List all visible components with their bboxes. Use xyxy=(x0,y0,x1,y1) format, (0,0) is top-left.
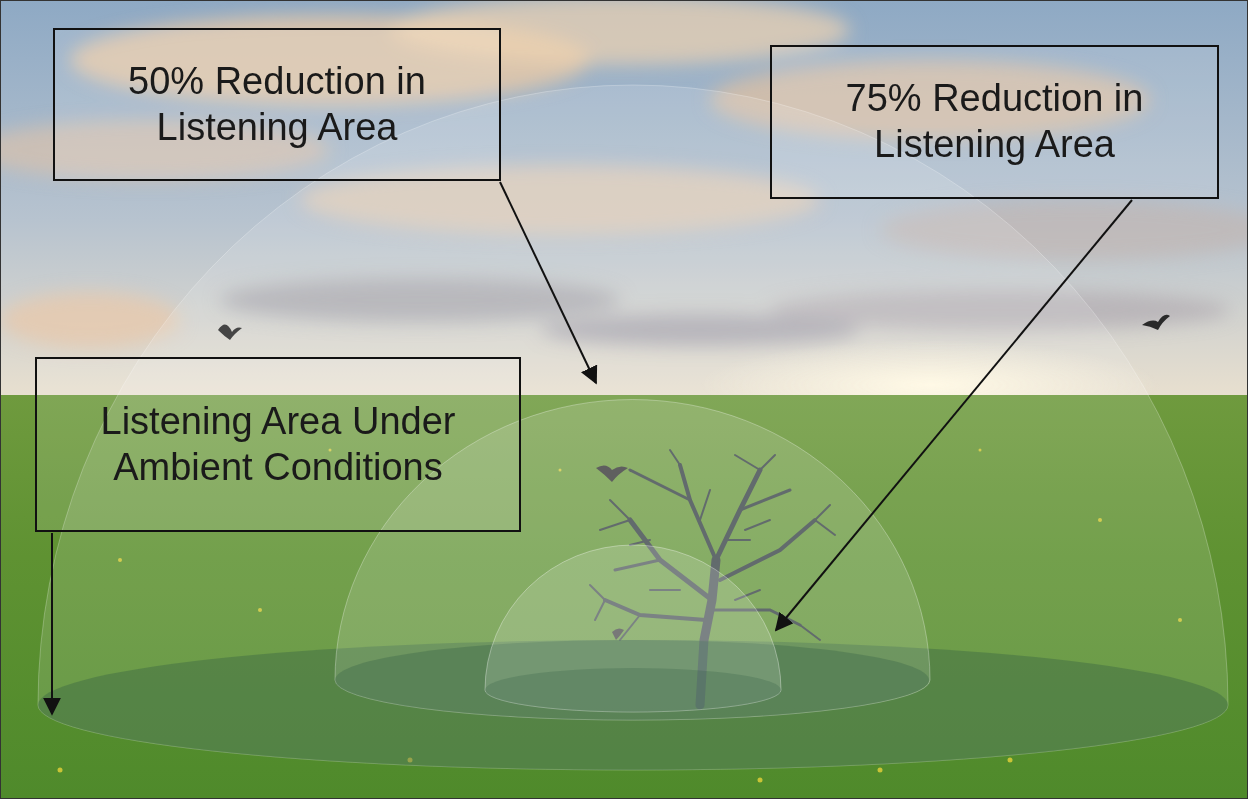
leader-arrow xyxy=(776,200,1132,630)
callout-label: 75% Reduction in Listening Area xyxy=(788,76,1201,167)
callout-box: 75% Reduction in Listening Area xyxy=(770,45,1219,199)
callout-label: Listening Area Under Ambient Conditions xyxy=(53,399,503,490)
leader-arrow xyxy=(500,182,596,383)
callout-box: 50% Reduction in Listening Area xyxy=(53,28,501,181)
callout-box: Listening Area Under Ambient Conditions xyxy=(35,357,521,532)
leader-arrow xyxy=(51,533,53,714)
callout-label: 50% Reduction in Listening Area xyxy=(71,59,483,150)
